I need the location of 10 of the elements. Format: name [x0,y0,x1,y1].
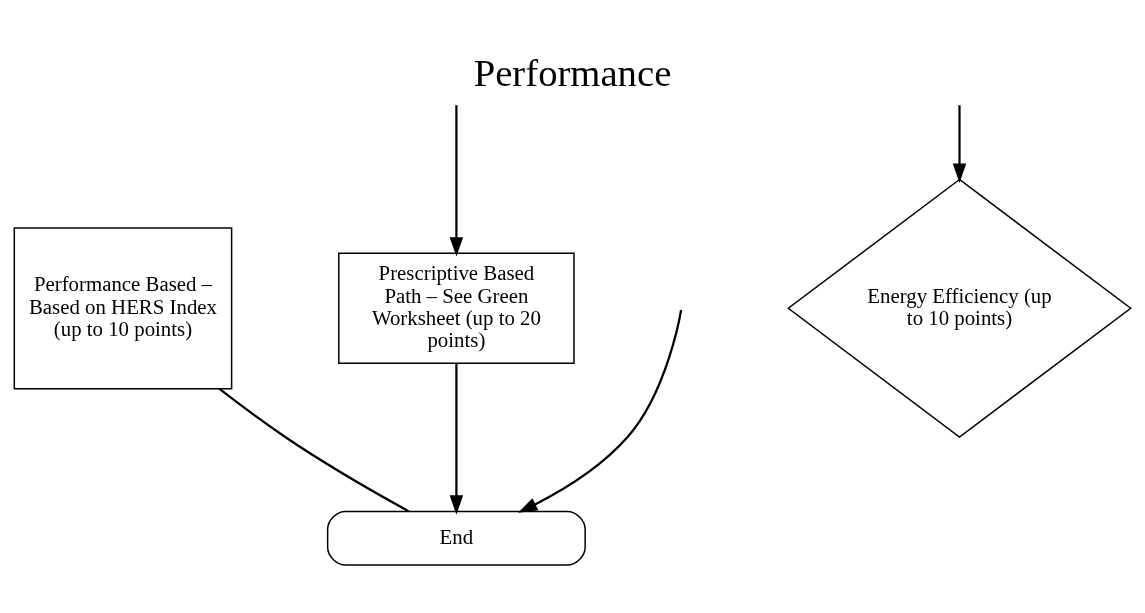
node-box: Prescriptive Based Path – See Green Worksheet (up to 20 points) [338,251,575,364]
arrow [952,104,967,183]
diagram-title: Performance [473,51,672,94]
connector [218,387,410,512]
arrow [449,104,464,257]
node-box: End [326,510,586,566]
node-box: Performance Based – Based on HERS Index (up to 10 points) [13,226,233,389]
arrow [518,309,683,513]
arrow [449,363,464,515]
node-diamond: Energy Efficiency (up to 10 points) [787,178,1132,438]
